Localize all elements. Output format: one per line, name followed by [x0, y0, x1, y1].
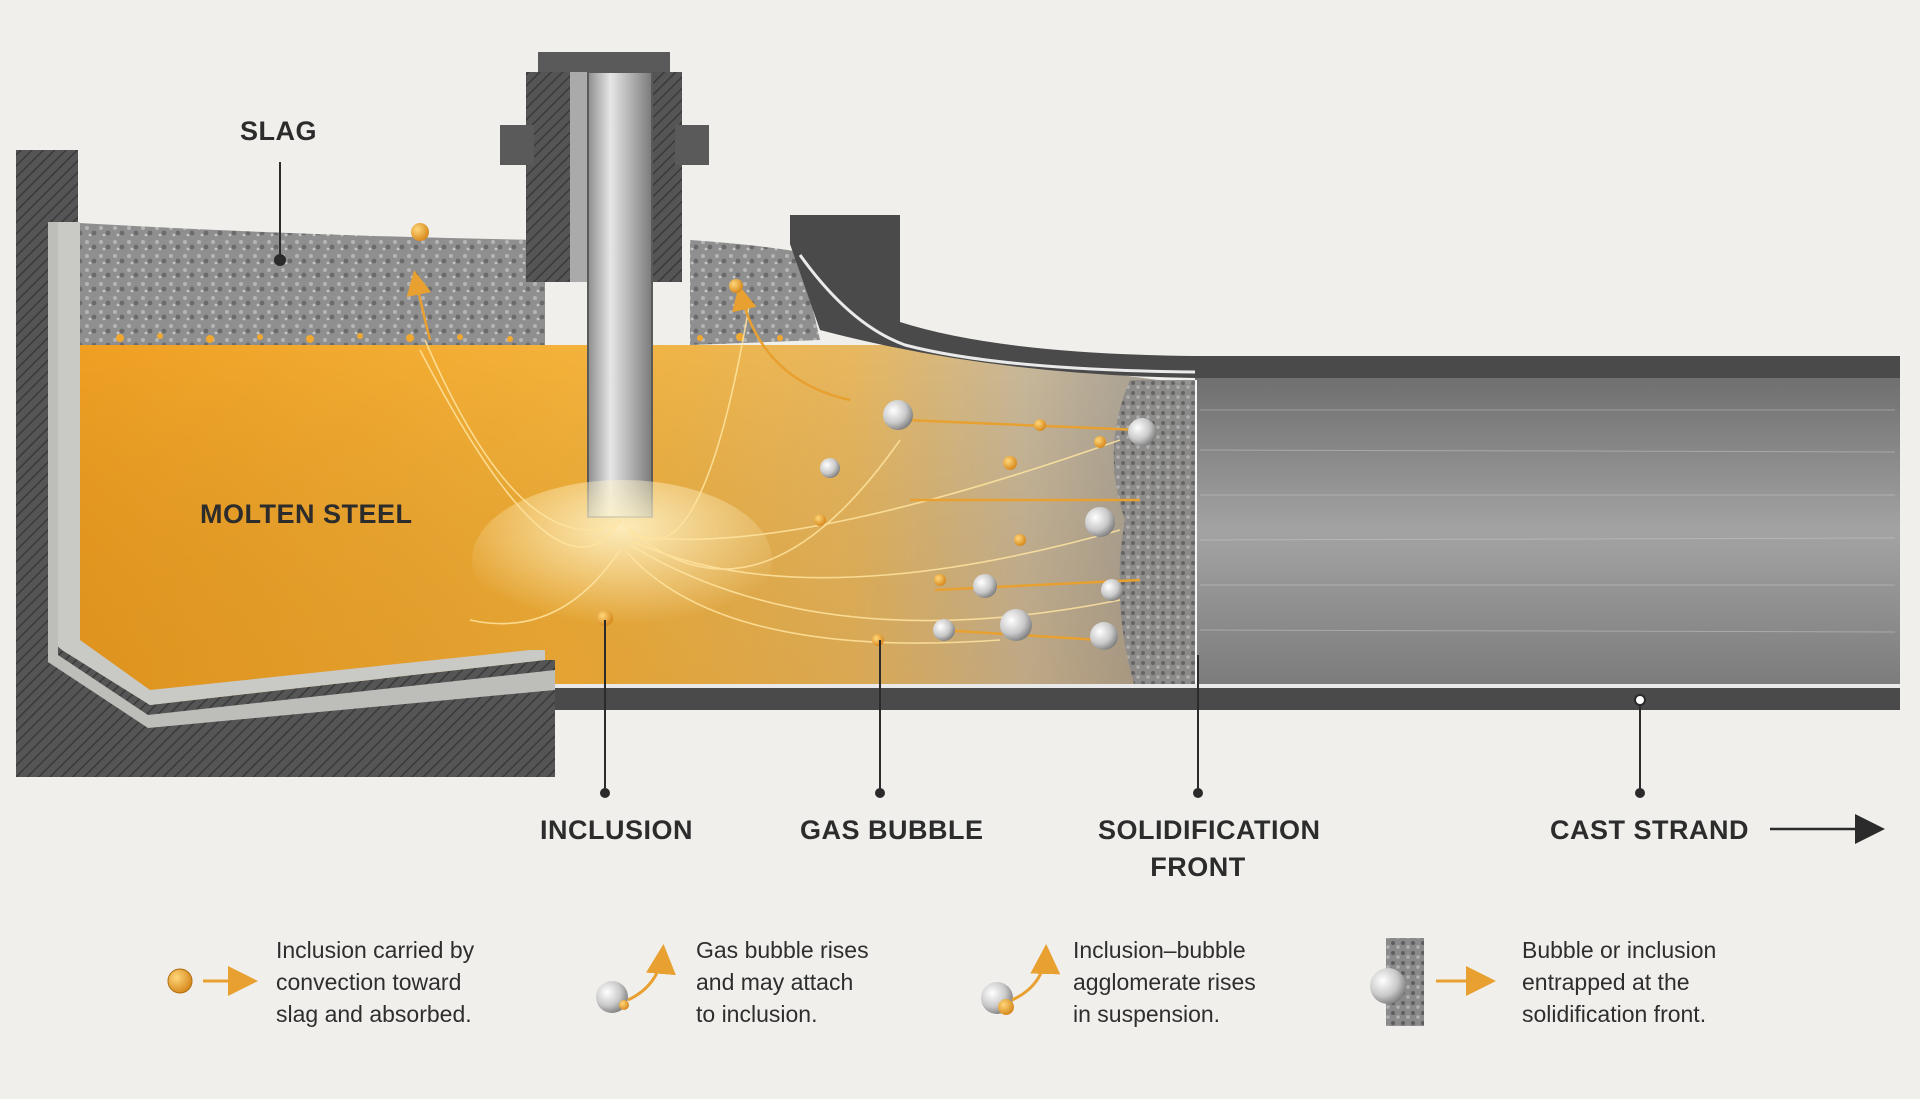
legend-line: Gas bubble rises: [696, 937, 869, 963]
gas-bubble: [820, 458, 840, 478]
legend-item-1: Inclusion carried by convection toward s…: [276, 934, 474, 1030]
tundish-left-wall: [16, 150, 555, 777]
agglomerate-rise-icon: [981, 944, 1061, 1015]
cast-strand-body: [1195, 378, 1900, 684]
gas-bubble: [933, 619, 955, 641]
inclusion: [872, 634, 884, 646]
slag-interface-lumps: [116, 333, 783, 343]
legend-line: Inclusion carried by: [276, 937, 475, 963]
inclusion: [597, 610, 613, 626]
inclusion-arrow-icon: [167, 966, 258, 996]
legend-line: Inclusion–bubble: [1073, 937, 1246, 963]
gas-bubble: [1128, 418, 1156, 446]
label-cast-strand: CAST STRAND: [1550, 815, 1749, 845]
legend-item-2: Gas bubble rises and may attach to inclu…: [696, 934, 869, 1030]
label-molten-steel: MOLTEN STEEL: [200, 499, 413, 529]
gas-bubble: [883, 400, 913, 430]
legend-line: Bubble or inclusion: [1522, 937, 1717, 963]
flow-streamlines: [419, 299, 1121, 644]
gas-bubble: [1090, 622, 1118, 650]
slag-layer: [62, 222, 545, 345]
legend-line: to inclusion.: [696, 1001, 818, 1027]
inclusions: [411, 223, 1106, 646]
strand-bottom-wall: [555, 688, 1900, 710]
solidification-front-band: [1113, 380, 1195, 688]
legend-line: entrapped at the: [1522, 969, 1690, 995]
gas-bubble: [1085, 507, 1115, 537]
ladle-shroud-nozzle: [500, 52, 709, 518]
strand-top-wall: [790, 215, 1900, 378]
legend-item-4: Bubble or inclusion entrapped at the sol…: [1522, 934, 1716, 1030]
gas-bubble: [973, 574, 997, 598]
label-solidification-front-line2: FRONT: [1150, 852, 1246, 882]
inclusion: [1034, 419, 1046, 431]
label-inclusion: INCLUSION: [540, 815, 693, 845]
legend-line: agglomerate rises: [1073, 969, 1256, 995]
inclusion: [814, 514, 826, 526]
label-solidification-front: SOLIDIFICATION FRONT: [1098, 812, 1321, 886]
legend-line: in suspension.: [1073, 1001, 1221, 1027]
inclusion: [1003, 456, 1017, 470]
label-gas-bubble: GAS BUBBLE: [800, 815, 984, 845]
gas-bubble: [1101, 579, 1123, 601]
label-slag: SLAG: [240, 116, 318, 146]
inclusion: [411, 223, 429, 241]
inclusion: [1014, 534, 1026, 546]
bubble-rise-icon: [596, 944, 676, 1013]
gas-bubble: [1000, 609, 1032, 641]
label-solidification-front-line1: SOLIDIFICATION: [1098, 815, 1321, 845]
legend-item-3: Inclusion–bubble agglomerate rises in su…: [1073, 934, 1256, 1030]
leader-lines: [274, 162, 1646, 798]
legend-line: and may attach: [696, 969, 854, 995]
entrapment-icon: [1370, 938, 1496, 1026]
inclusion: [1094, 436, 1106, 448]
submerged-entry-nozzle: [588, 72, 652, 517]
legend-line: solidification front.: [1522, 1001, 1707, 1027]
inclusion: [934, 574, 946, 586]
gas-bubbles: [820, 400, 1156, 650]
legend-line: slag and absorbed.: [276, 1001, 472, 1027]
inclusion: [729, 279, 743, 293]
legend-line: convection toward: [276, 969, 462, 995]
